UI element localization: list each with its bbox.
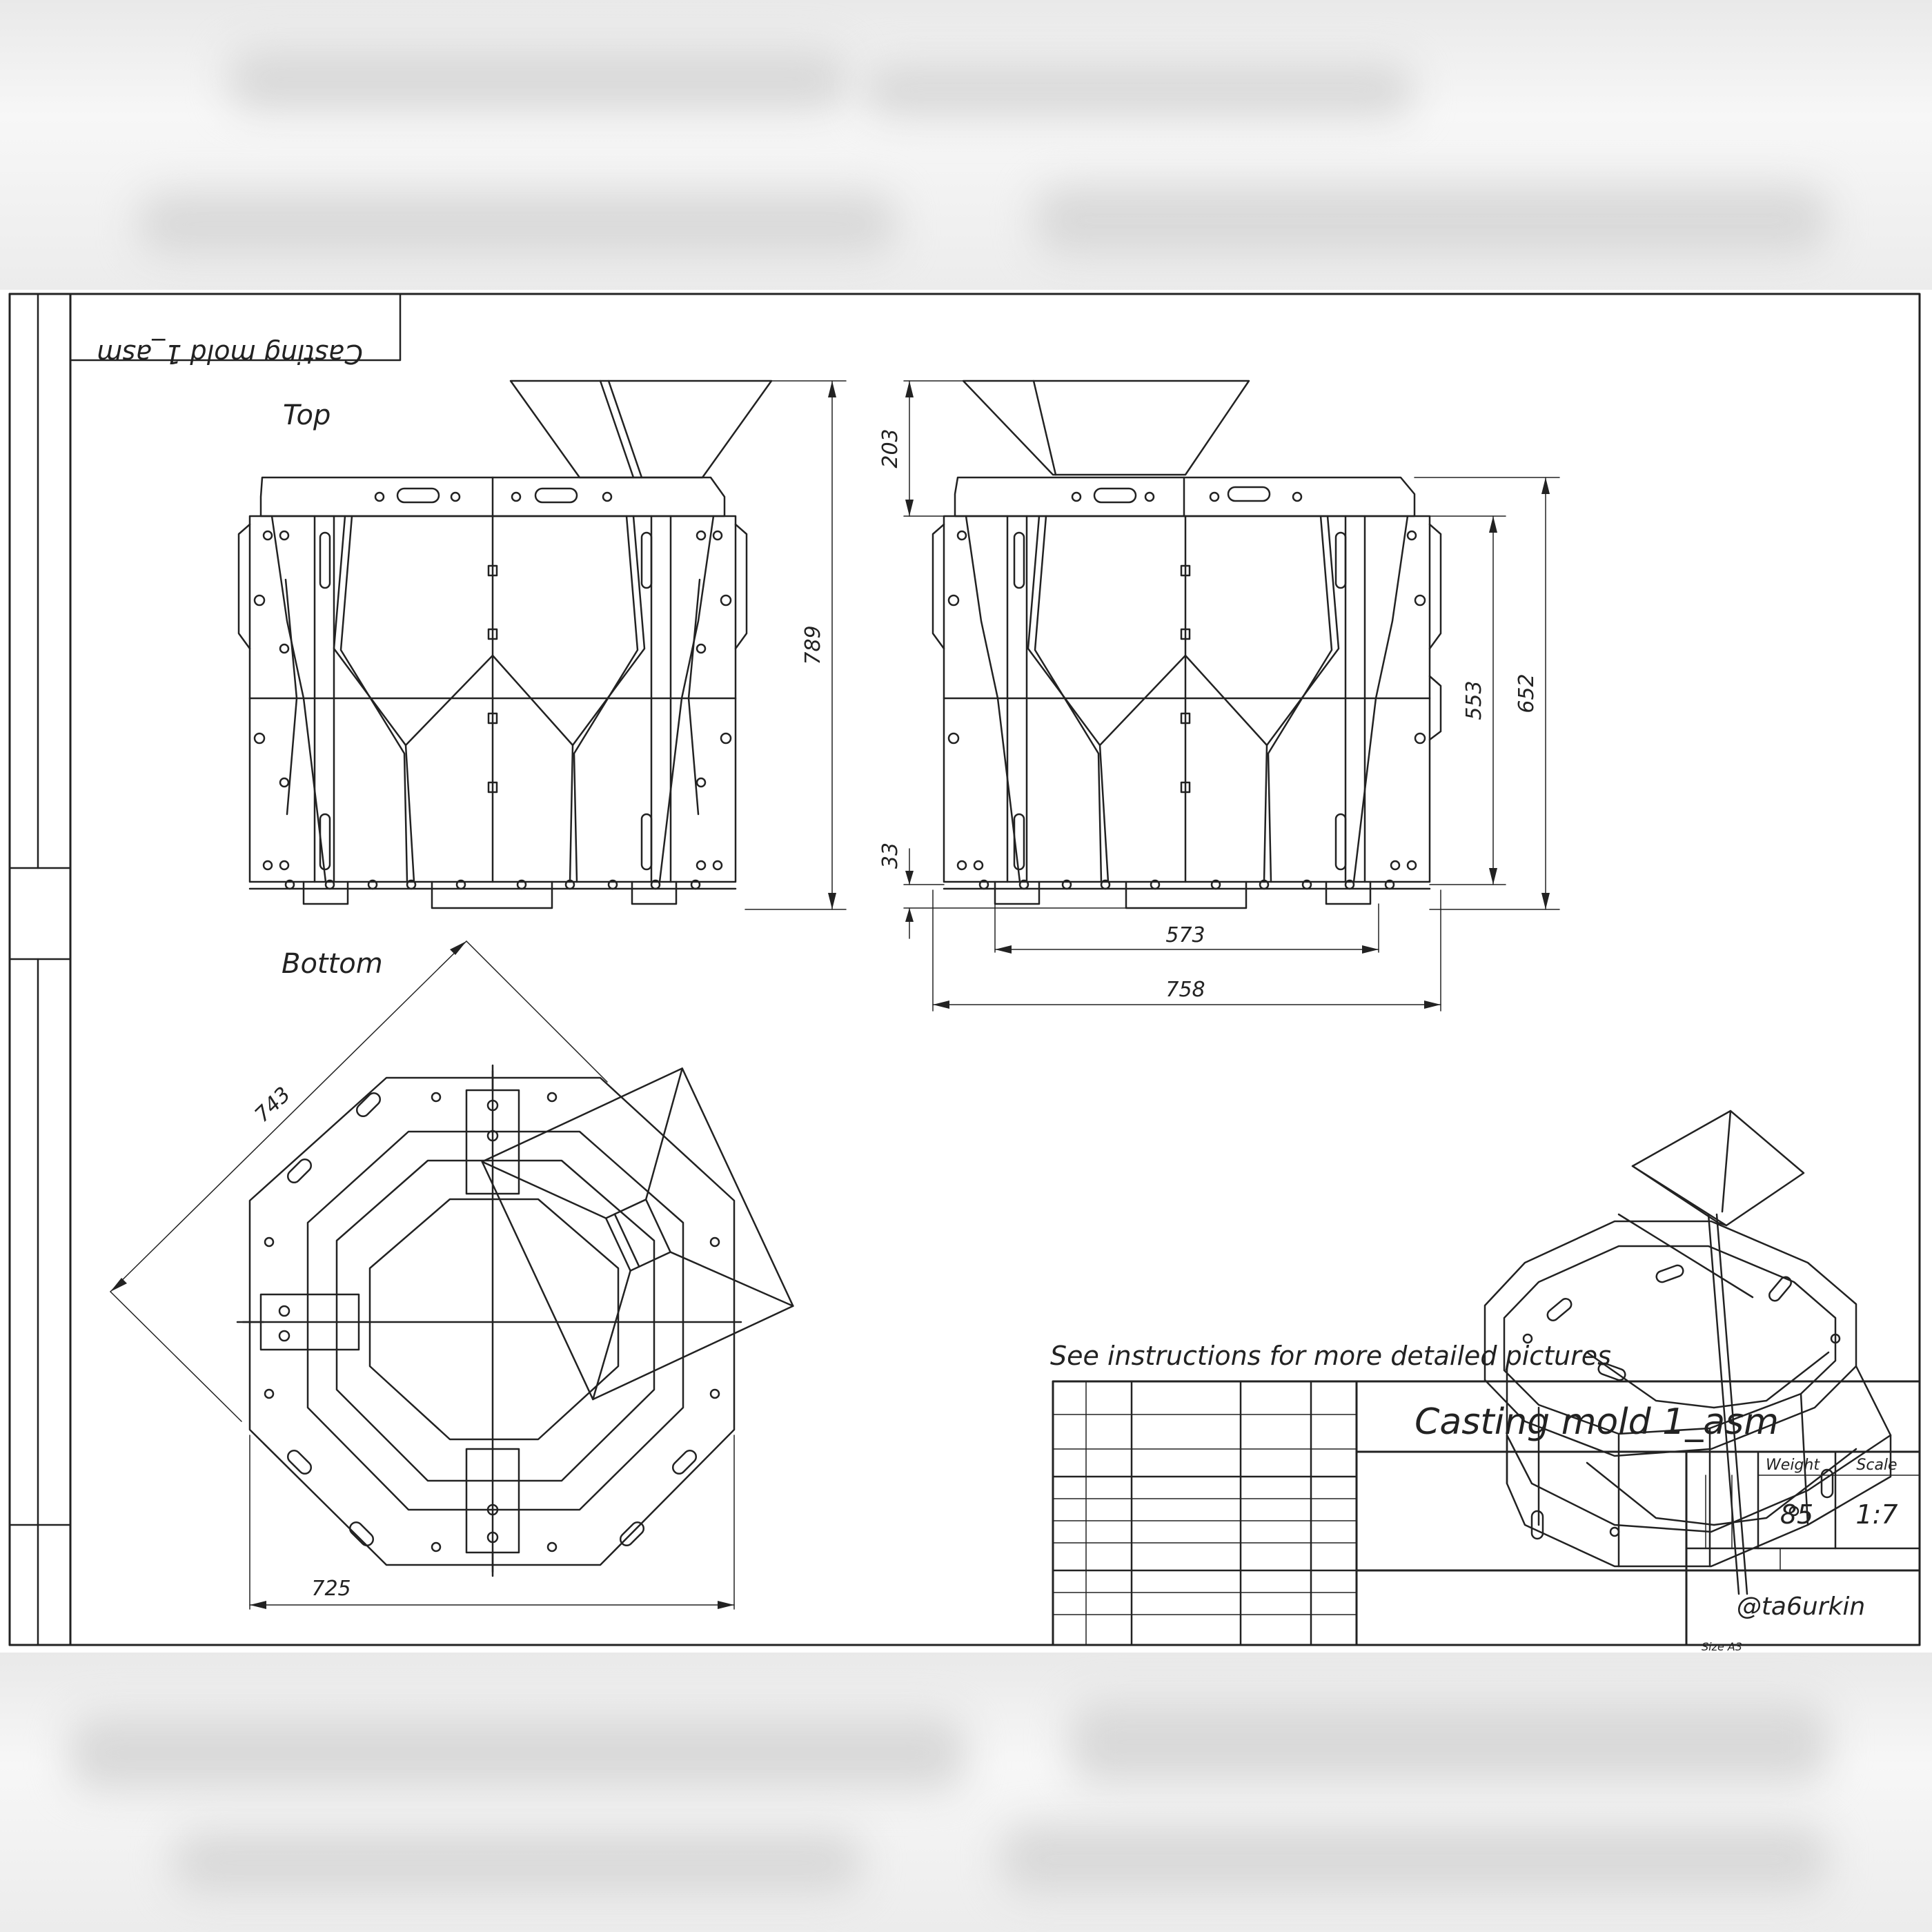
dimension-743: 743 <box>250 1083 296 1127</box>
side-view-right: 203 33 553 652 573 7 <box>878 379 1560 1012</box>
instructions-note: See instructions for more detailed pictu… <box>1050 1341 1611 1371</box>
bottom-view: Bottom <box>110 940 794 1610</box>
title-block: Casting mold 1_asm Weight Scale 85 1:7 @… <box>1052 1380 1921 1653</box>
technical-drawing: Casting mold 1_asm Top <box>8 293 1921 1653</box>
sheet-frame <box>8 293 1921 1646</box>
dimension-789: 789 <box>801 625 825 664</box>
scale-label: Scale <box>1856 1457 1897 1474</box>
dimension-573: 573 <box>1165 923 1205 947</box>
dimension-203: 203 <box>878 428 903 468</box>
dimension-33: 33 <box>878 842 903 869</box>
weight-label: Weight <box>1766 1457 1820 1474</box>
dimension-652: 652 <box>1515 673 1539 713</box>
view-label-top: Top <box>283 400 331 431</box>
blurred-background-bottom <box>0 1653 1932 1932</box>
isometric-view <box>1483 1110 1892 1595</box>
dimension-553: 553 <box>1462 680 1486 720</box>
blurred-background-top <box>0 0 1932 290</box>
dimension-725: 725 <box>311 1577 351 1601</box>
weight-value: 85 <box>1780 1499 1813 1530</box>
sheet-size-label: Size A3 <box>1702 1640 1742 1653</box>
dimension-758: 758 <box>1165 978 1205 1002</box>
mirrored-stamp-box: Casting mold 1_asm <box>69 293 402 369</box>
title-block-title: Casting mold 1_asm <box>1414 1401 1779 1443</box>
view-label-bottom: Bottom <box>282 948 383 980</box>
front-view-left: Top <box>237 379 847 910</box>
scale-value: 1:7 <box>1855 1499 1897 1530</box>
drawing-sheet: Casting mold 1_asm Top <box>0 290 1932 1653</box>
author-handle: @ta6urkin <box>1737 1593 1865 1621</box>
mirrored-stamp-title: Casting mold 1_asm <box>97 339 363 369</box>
